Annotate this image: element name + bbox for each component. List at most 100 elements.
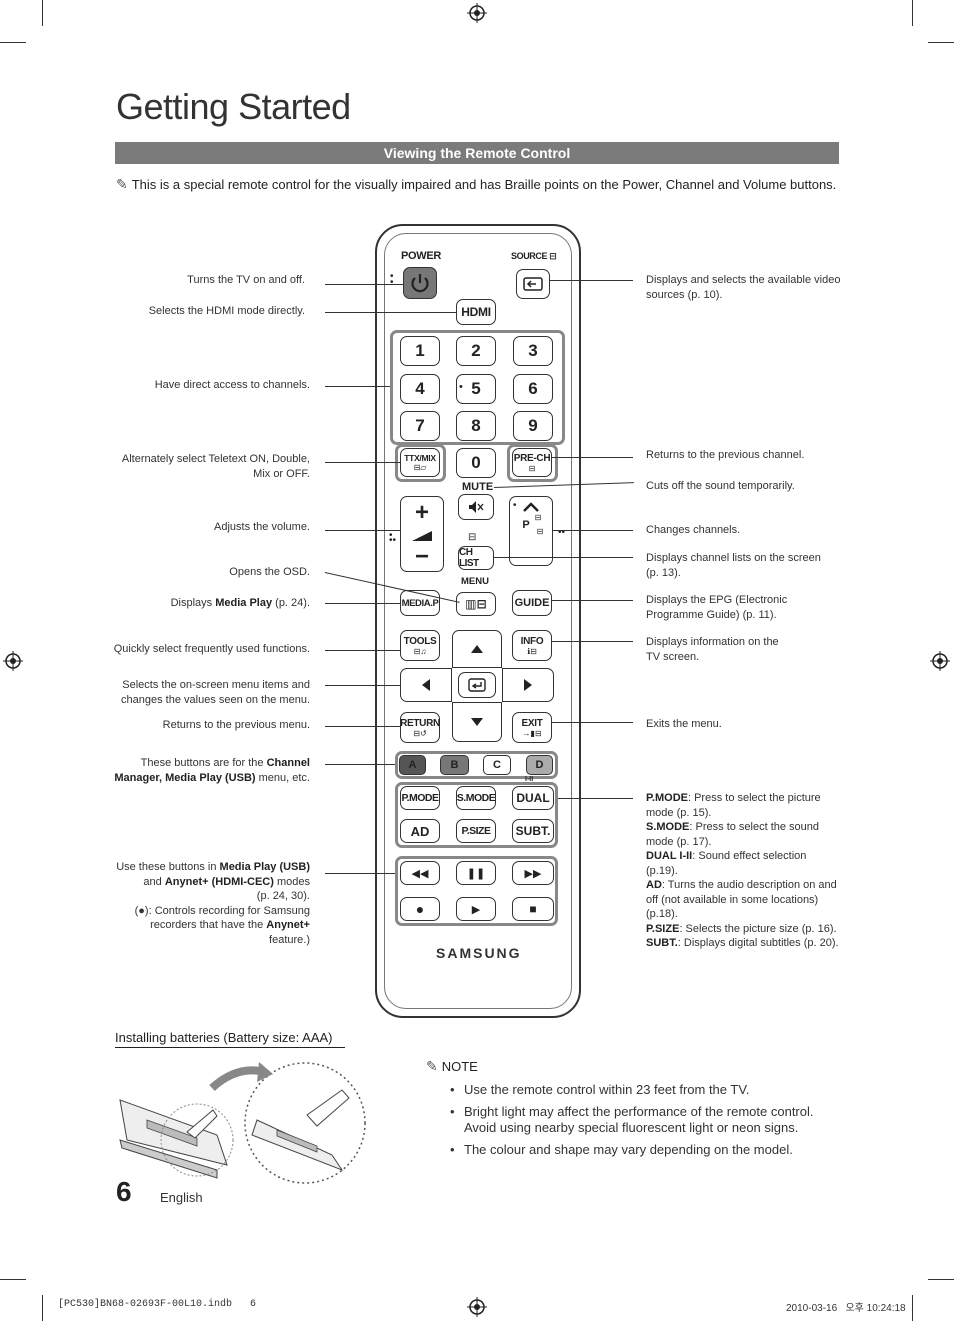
playback-bold-5: Anynet+ xyxy=(266,919,310,931)
volume-description: Adjusts the volume. xyxy=(214,521,310,533)
playback-text-1: Use these buttons in xyxy=(116,861,220,873)
pause-button[interactable]: ❚❚ xyxy=(456,861,496,885)
remote-inner-outline xyxy=(384,233,572,1009)
prech-group xyxy=(507,444,558,482)
hdmi-button[interactable]: HDMI xyxy=(456,299,496,325)
leader-line xyxy=(552,457,633,458)
color-button-c[interactable]: C xyxy=(483,755,511,775)
digit-button-7[interactable]: 7 xyxy=(400,411,440,441)
color-button-b[interactable]: B xyxy=(440,755,469,775)
ch-list-button[interactable]: CH LIST xyxy=(458,546,494,570)
nav-right-button[interactable] xyxy=(502,668,554,702)
source-small-icon: ⊟ xyxy=(549,251,557,261)
leader-line xyxy=(325,284,403,285)
leader-line xyxy=(325,873,395,874)
tools-button[interactable]: TOOLS ⊟♫ xyxy=(400,630,440,661)
return-description: Returns to the previous menu. xyxy=(162,719,310,731)
channel-p-label: P xyxy=(522,519,530,531)
tools-description: Quickly select frequently used functions… xyxy=(113,643,310,655)
mode-descriptions: P.MODE: Press to select the picture mode… xyxy=(646,791,841,951)
digit-button-8[interactable]: 8 xyxy=(456,411,496,441)
play-button[interactable]: ▶ xyxy=(456,897,496,921)
batteries-heading-underline xyxy=(115,1047,345,1048)
playback-text-6: feature.) xyxy=(269,933,310,946)
mute-button[interactable] xyxy=(458,494,494,520)
exit-icon: →▮⊟ xyxy=(522,728,542,738)
return-icon: ⊟↺ xyxy=(413,728,427,738)
subt-button[interactable]: SUBT. xyxy=(512,819,554,843)
source-label: SOURCE ⊟ xyxy=(511,251,557,262)
leader-line xyxy=(325,726,400,727)
mode-description-dual: DUAL I-II: Sound effect selection (p.19)… xyxy=(646,850,807,877)
source-button[interactable] xyxy=(516,269,550,299)
s-mode-button[interactable]: S.MODE xyxy=(456,786,496,810)
teletext-icon: ⊟▱ xyxy=(413,463,427,472)
media-p-button[interactable]: MEDIA.P xyxy=(400,590,440,616)
crop-mark xyxy=(42,1295,43,1321)
channel-small-icon: ⊟ xyxy=(534,513,542,522)
fast-forward-button[interactable]: ▶▶ xyxy=(512,861,554,885)
digit-button-1[interactable]: 1 xyxy=(400,336,440,366)
ad-button[interactable]: AD xyxy=(400,819,440,843)
mode-description-ad: AD: Turns the audio description on and o… xyxy=(646,879,837,920)
playback-description: Use these buttons in Media Play (USB) an… xyxy=(105,860,310,947)
dual-button[interactable]: DUAL xyxy=(512,786,554,810)
return-button[interactable]: RETURN ⊟↺ xyxy=(400,712,440,743)
menu-label: MENU xyxy=(461,576,489,587)
color-button-d[interactable]: D xyxy=(526,755,553,775)
volume-rocker[interactable]: + − xyxy=(400,496,444,572)
nav-up-button[interactable] xyxy=(452,630,502,668)
tools-icon: ⊟♫ xyxy=(413,646,427,656)
digit-button-3[interactable]: 3 xyxy=(513,336,553,366)
note-item: The colour and shape may vary depending … xyxy=(450,1142,830,1158)
p-size-button[interactable]: P.SIZE xyxy=(456,819,496,843)
digit-button-9[interactable]: 9 xyxy=(513,411,553,441)
ttx-group xyxy=(395,444,446,482)
osd-description: Opens the OSD. xyxy=(229,566,310,578)
pre-ch-small-icon: ⊟ xyxy=(528,463,536,473)
stop-icon: ■ xyxy=(529,902,537,916)
leader-line xyxy=(325,650,400,651)
digit-button-6[interactable]: 6 xyxy=(513,374,553,404)
pre-ch-label: PRE-CH xyxy=(513,452,551,464)
mode-description-subt: SUBT.: Displays digital subtitles (p. 20… xyxy=(646,937,839,949)
braille-dots: •• xyxy=(558,527,566,538)
ttx-mix-button[interactable]: TTX/MIX ⊟▱ xyxy=(400,448,440,477)
digit-button-0[interactable]: 0 xyxy=(456,448,496,478)
registration-mark-icon xyxy=(930,651,950,671)
power-button[interactable] xyxy=(403,267,437,299)
p-mode-button[interactable]: P.MODE xyxy=(400,786,440,810)
exit-button[interactable]: EXIT →▮⊟ xyxy=(512,712,552,743)
digit-button-4[interactable]: 4 xyxy=(400,374,440,404)
color-button-a[interactable]: A xyxy=(399,755,426,775)
nav-down-button[interactable] xyxy=(452,702,502,742)
pre-ch-button[interactable]: PRE-CH ⊟ xyxy=(512,448,552,477)
battery-illustration xyxy=(119,1062,366,1184)
playback-bold-1: Media Play (USB) xyxy=(219,861,310,873)
channel-rocker[interactable]: ⊟ P ⊟ xyxy=(509,496,553,566)
pause-icon: ❚❚ xyxy=(466,867,486,880)
registration-mark-icon xyxy=(3,651,23,671)
menu-button[interactable]: ▥⊟ xyxy=(456,592,496,616)
digit-button-2[interactable]: 2 xyxy=(456,336,496,366)
crop-mark xyxy=(928,42,954,43)
channels-description: Have direct access to channels. xyxy=(154,379,310,391)
playback-text-4: (●): Controls recording for Samsung xyxy=(134,904,310,917)
nav-left-button[interactable] xyxy=(400,668,452,702)
return-label: RETURN xyxy=(400,717,440,729)
guide-button[interactable]: GUIDE xyxy=(512,590,552,616)
rewind-button[interactable]: ◀◀ xyxy=(400,861,440,885)
braille-dot: • xyxy=(459,381,463,393)
note-item: Bright light may affect the performance … xyxy=(450,1104,830,1136)
info-description: Displays information on the TV screen. xyxy=(646,636,779,663)
digit-button-5[interactable]: 5 xyxy=(456,374,496,404)
footer-file: [PC530]BN68-02693F-00L10.indb 6 xyxy=(58,1299,257,1310)
playback-text-2b: modes xyxy=(273,875,310,888)
crop-mark xyxy=(912,0,913,26)
info-button[interactable]: INFO ℹ⊟ xyxy=(512,630,552,661)
navigation-description: Selects the on-screen menu items and cha… xyxy=(121,679,310,706)
nav-enter-button[interactable] xyxy=(458,672,496,698)
record-button[interactable]: ● xyxy=(400,897,440,921)
playback-text-3: (p. 24, 30). xyxy=(256,890,310,902)
stop-button[interactable]: ■ xyxy=(512,897,554,921)
